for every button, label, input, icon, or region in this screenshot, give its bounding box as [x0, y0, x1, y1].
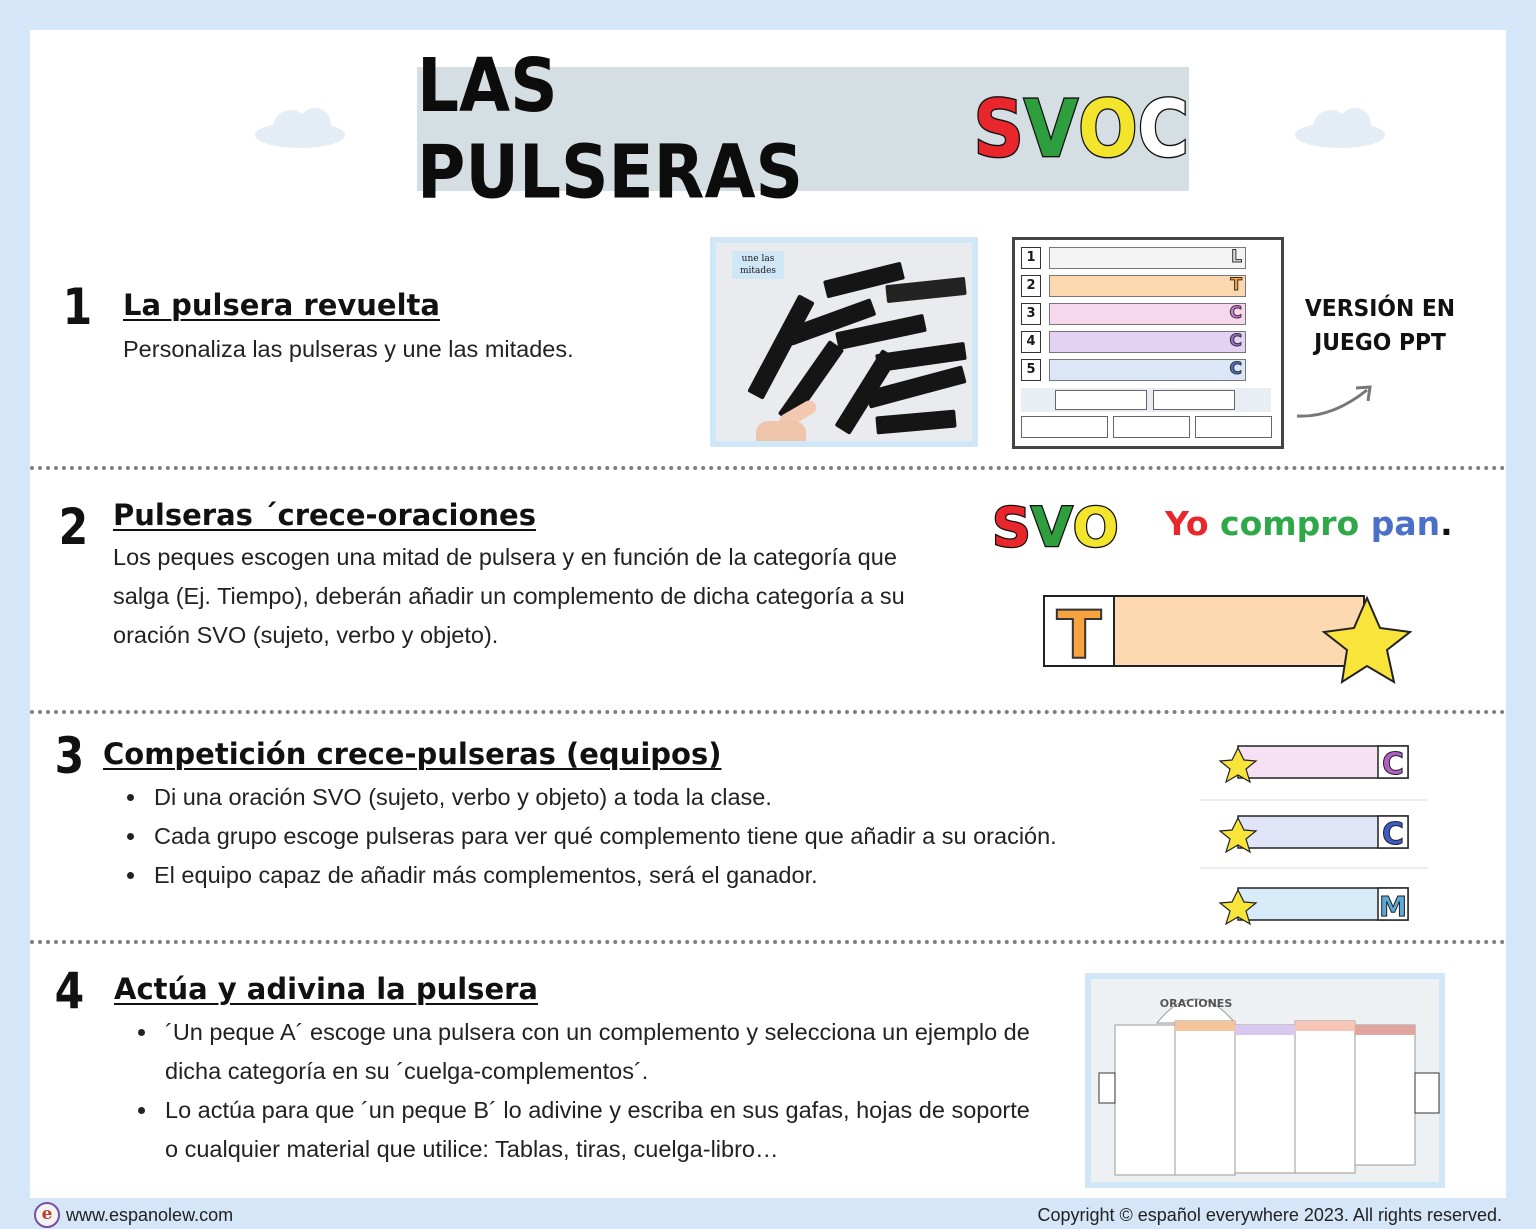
section-divider: [30, 466, 1506, 470]
bracelet-t-illustration: T: [1043, 595, 1412, 685]
photo-note: une las mitades: [732, 251, 784, 279]
ppt-game-preview: 1 L 2 T 3 C 4 C 5 C: [1012, 237, 1284, 449]
svo-letters: S V O: [991, 495, 1120, 561]
section-4-number: 4: [54, 962, 85, 1020]
word-pan: pan: [1370, 504, 1441, 543]
ppt-row-number: 4: [1021, 331, 1041, 353]
section-1-text: Personaliza las pulseras y une las mitad…: [123, 336, 574, 362]
word-compro: compro: [1220, 504, 1371, 543]
section-2-number: 2: [58, 498, 89, 556]
svo-letter-o: O: [1071, 495, 1119, 561]
word-yo: Yo: [1165, 504, 1221, 543]
ppt-row-number: 3: [1021, 303, 1041, 325]
curved-arrow-icon: [1296, 385, 1372, 418]
section-2-title: Pulseras ´crece-oraciones: [113, 498, 536, 532]
section-divider: [30, 940, 1506, 944]
section-3-bullets: Di una oración SVO (sujeto, verbo y obje…: [122, 778, 1228, 895]
version-line-2: JUEGO PPT: [1314, 330, 1446, 356]
title-main: LAS PULSERAS: [417, 42, 804, 216]
bracelet-t-letter: T: [1056, 597, 1101, 674]
ppt-row-number: 5: [1021, 359, 1041, 381]
team-bracelets-illustration: C C M: [1200, 745, 1428, 926]
section-divider: [30, 710, 1506, 714]
list-item: Di una oración SVO (sujeto, verbo y obje…: [148, 778, 1228, 817]
section-4-bullets: ´Un peque A´ escoge una pulsera con un c…: [133, 1013, 1039, 1169]
title-letter-o: O: [1077, 82, 1139, 177]
svo-letter-v: V: [1030, 495, 1074, 561]
section-3-number: 3: [54, 727, 85, 785]
ppt-row-letter: C: [1229, 359, 1243, 380]
list-item: ´Un peque A´ escoge una pulsera con un c…: [159, 1013, 1039, 1091]
title-letter-v: V: [1023, 82, 1080, 177]
title-letter-s: S: [972, 82, 1025, 177]
ppt-row-letter: L: [1231, 247, 1243, 268]
website-link[interactable]: www.espanolew.com: [66, 1204, 234, 1225]
section-3-title: Competición crece-pulseras (equipos): [103, 737, 722, 771]
ppt-row-letter: T: [1230, 275, 1243, 296]
version-line-1: VERSIÓN EN: [1304, 296, 1456, 322]
footer-website[interactable]: e www.espanolew.com: [34, 1202, 233, 1228]
ppt-version-label: VERSIÓN EN JUEGO PPT: [1299, 292, 1461, 360]
example-sentence: Yo compro pan.: [1165, 504, 1453, 543]
bracelet-letter: C: [1382, 747, 1404, 782]
fold-title: ORACIONES: [1160, 997, 1233, 1010]
ppt-row-number: 1: [1021, 247, 1041, 269]
espanol-everywhere-logo-icon: e: [34, 1202, 60, 1228]
section-2-text: Los peques escogen una mitad de pulsera …: [113, 544, 905, 648]
ppt-row-letter: C: [1229, 303, 1243, 324]
bracelets-photo: une las mitades: [710, 237, 978, 447]
page-title: LAS PULSERAS S V O C: [417, 42, 1190, 216]
section-1-number: 1: [62, 278, 93, 336]
list-item: Cada grupo escoge pulseras para ver qué …: [148, 817, 1228, 856]
bracelet-letter: C: [1382, 817, 1404, 852]
cloud-right-icon: [1295, 108, 1385, 148]
svo-letter-s: S: [991, 495, 1032, 561]
list-item: Lo actúa para que ´un peque B´ lo adivin…: [159, 1091, 1039, 1169]
infographic-sheet: LAS PULSERAS S V O C 1 La pulsera revuel…: [30, 30, 1506, 1198]
list-item: El equipo capaz de añadir más complement…: [148, 856, 1228, 895]
ppt-row-letter: C: [1229, 331, 1243, 352]
oraciones-foldable-photo: ORACIONES: [1085, 973, 1445, 1188]
ppt-row-number: 2: [1021, 275, 1041, 297]
section-1-title: La pulsera revuelta: [123, 288, 440, 322]
footer-copyright: Copyright © español everywhere 2023. All…: [1037, 1205, 1502, 1225]
title-letter-c: C: [1136, 82, 1190, 177]
section-4-title: Actúa y adivina la pulsera: [114, 972, 538, 1006]
word-period: .: [1440, 504, 1453, 543]
cloud-left-icon: [255, 108, 345, 148]
bracelet-letter: M: [1379, 890, 1407, 923]
title-banner: LAS PULSERAS S V O C: [417, 43, 1190, 215]
title-svoc-letters: S V O C: [972, 82, 1190, 177]
